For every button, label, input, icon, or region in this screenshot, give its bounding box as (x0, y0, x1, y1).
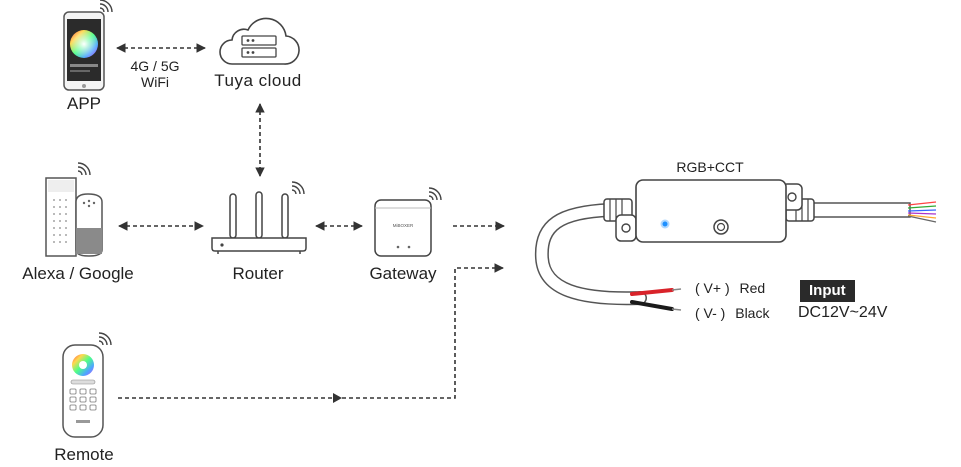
link-label-line2: WiFi (141, 74, 169, 90)
cloud-icon (219, 17, 300, 65)
gateway-label: Gateway (369, 264, 437, 283)
router-icon (211, 191, 307, 254)
controller-label: RGB+CCT (676, 159, 744, 175)
gateway-brand-text: MiBOXER (393, 223, 414, 228)
input-voltage: DC12V~24V (798, 304, 888, 321)
wifi-signal-icon (98, 332, 112, 346)
negative-wire-label: ( V- ) Black (695, 305, 769, 321)
speaker-label: Alexa / Google (22, 264, 134, 283)
controller-cable-right (799, 201, 937, 223)
router-label: Router (232, 264, 284, 283)
input-badge: Input (800, 280, 855, 302)
negative-pole: ( V- ) (695, 305, 726, 321)
remote-icon (62, 344, 104, 438)
controller-module-icon (603, 179, 815, 243)
app-label: APP (66, 94, 102, 113)
phone-icon (63, 11, 105, 91)
gateway-icon: MiBOXER (374, 199, 432, 257)
link-remote-controller (118, 263, 504, 399)
negative-color: Black (735, 305, 770, 321)
power-wires (630, 288, 682, 311)
remote-label: Remote (54, 445, 114, 464)
positive-wire-label: ( V+ ) Red (695, 280, 765, 296)
link-label-network: 4G / 5G WiFi (130, 58, 179, 90)
smart-speaker-icon (45, 177, 103, 257)
wifi-signal-icon (428, 187, 442, 201)
positive-color: Red (739, 280, 766, 296)
wifi-signal-icon (99, 0, 113, 13)
wifi-signal-icon (291, 181, 305, 195)
controller-cable-left (534, 203, 647, 306)
cloud-label: Tuya cloud (214, 71, 302, 90)
link-label-line1: 4G / 5G (130, 58, 180, 74)
positive-pole: ( V+ ) (695, 280, 730, 296)
wifi-signal-icon (77, 162, 91, 176)
